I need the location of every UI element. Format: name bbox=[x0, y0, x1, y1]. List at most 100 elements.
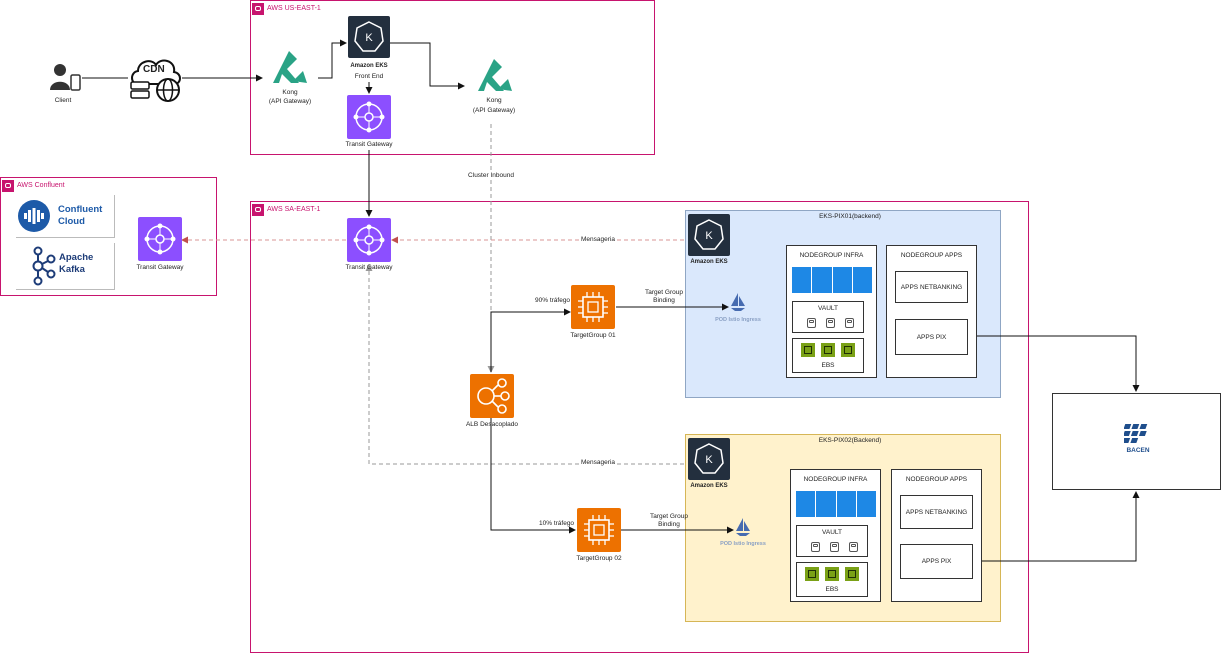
nodegroup-apps[interactable]: NODEGROUP APPS APPS NETBANKING APPS PIX bbox=[886, 245, 977, 378]
region-label: AWS SA-EAST-1 bbox=[267, 205, 321, 213]
traffic-label: 10% tráfego bbox=[539, 520, 575, 527]
ebs-icon bbox=[821, 343, 835, 357]
cdn-cloud-icon bbox=[130, 59, 181, 102]
disk-icon bbox=[807, 318, 816, 328]
disk-icon bbox=[845, 318, 854, 328]
nodegroup-infra[interactable]: NODEGROUP INFRA VAULT EBS bbox=[790, 469, 881, 602]
eks-icon[interactable]: K bbox=[688, 438, 730, 480]
node-bar bbox=[796, 491, 876, 517]
region-flag-icon bbox=[2, 179, 14, 192]
disk-icon bbox=[811, 542, 820, 552]
istio-icon bbox=[736, 518, 750, 536]
region-label: AWS Confluent bbox=[17, 181, 65, 189]
ec2-icon[interactable] bbox=[571, 285, 615, 329]
eks-icon[interactable]: K bbox=[348, 16, 390, 58]
apps-pix[interactable]: APPS PIX bbox=[895, 319, 968, 355]
nodegroup-infra[interactable]: NODEGROUP INFRA VAULT EBS bbox=[786, 245, 877, 378]
pod-istio-label: POD Istio Ingress bbox=[720, 541, 766, 547]
nodegroup-title: NODEGROUP INFRA bbox=[799, 252, 864, 259]
nodegroup-title: NODEGROUP INFRA bbox=[803, 476, 868, 483]
transit-gateway-icon[interactable] bbox=[347, 95, 391, 139]
nodegroup-apps[interactable]: NODEGROUP APPS APPS NETBANKING APPS PIX bbox=[891, 469, 982, 602]
transit-gateway-icon[interactable] bbox=[138, 217, 182, 261]
vault-box[interactable]: VAULT bbox=[792, 301, 864, 333]
nodegroup-title: NODEGROUP APPS bbox=[900, 252, 963, 259]
confluent-line1: Confluent bbox=[58, 204, 103, 215]
ebs-icon bbox=[845, 567, 859, 581]
alb-label: ALB Desacoplado bbox=[465, 421, 519, 428]
vault-label: VAULT bbox=[822, 529, 842, 536]
kong-icon[interactable] bbox=[269, 47, 309, 85]
target-group-label: TargetGroup 02 bbox=[576, 555, 622, 562]
kong-subtitle: (API Gateway) bbox=[268, 98, 312, 105]
nodegroup-title: NODEGROUP APPS bbox=[905, 476, 968, 483]
transit-gateway-icon[interactable] bbox=[347, 218, 391, 262]
cluster-title: EKS-PIX02(Backend) bbox=[818, 437, 882, 444]
cluster-inbound-label: Cluster Inbound bbox=[467, 172, 515, 181]
istio-icon bbox=[731, 293, 745, 311]
vault-label: VAULT bbox=[818, 305, 838, 312]
target-group-label: TargetGroup 01 bbox=[570, 332, 616, 339]
transit-gateway-label: Transit Gateway bbox=[345, 141, 393, 148]
cluster-title: EKS-PIX01(backend) bbox=[819, 213, 881, 220]
apps-pix[interactable]: APPS PIX bbox=[900, 544, 973, 579]
cdn-label: CDN bbox=[143, 64, 165, 75]
eks-sublabel: Front End bbox=[353, 73, 385, 82]
eks-icon[interactable]: K bbox=[688, 214, 730, 256]
region-flag-icon bbox=[252, 2, 264, 15]
ebs-label: EBS bbox=[825, 586, 839, 593]
bacen-label: BACEN bbox=[1126, 447, 1150, 454]
region-label: AWS US-EAST-1 bbox=[267, 4, 321, 12]
ebs-icon bbox=[805, 567, 819, 581]
apps-netbanking[interactable]: APPS NETBANKING bbox=[900, 495, 973, 529]
confluent-line2: Cloud bbox=[58, 216, 85, 227]
kafka-line1: Apache bbox=[59, 252, 94, 263]
kong-name: Kong bbox=[282, 89, 298, 96]
traffic-label: 90% tráfego bbox=[535, 297, 571, 304]
alb-icon[interactable] bbox=[470, 374, 514, 418]
ebs-icon bbox=[801, 343, 815, 357]
svg-text:K: K bbox=[705, 454, 713, 466]
bacen-icon bbox=[1124, 424, 1148, 443]
binding-label: Binding bbox=[653, 297, 675, 304]
disk-icon bbox=[849, 542, 858, 552]
confluent-cloud-card[interactable]: Confluent Cloud bbox=[16, 195, 115, 238]
apache-kafka-card[interactable]: Apache Kafka bbox=[16, 243, 115, 290]
eks-label: Amazon EKS bbox=[690, 259, 728, 265]
ebs-box[interactable]: EBS bbox=[792, 338, 864, 373]
binding-label: Target Group bbox=[650, 513, 688, 520]
binding-label: Binding bbox=[658, 521, 680, 528]
ec2-icon[interactable] bbox=[577, 508, 621, 552]
ebs-icon bbox=[841, 343, 855, 357]
region-aws-confluent: AWS Confluent bbox=[0, 177, 217, 296]
region-flag-icon bbox=[252, 203, 264, 216]
apps-netbanking[interactable]: APPS NETBANKING bbox=[895, 271, 968, 303]
ebs-icon bbox=[825, 567, 839, 581]
region-sa-east-1: AWS SA-EAST-1 bbox=[250, 201, 1029, 653]
node-bar bbox=[792, 267, 872, 293]
kafka-line2: Kafka bbox=[59, 264, 85, 275]
binding-label: Target Group bbox=[645, 289, 683, 296]
disk-icon bbox=[830, 542, 839, 552]
user-icon bbox=[50, 64, 81, 91]
kong-icon[interactable] bbox=[474, 55, 514, 93]
eks-label: Amazon EKS bbox=[690, 483, 728, 489]
client-label: Client bbox=[54, 97, 72, 104]
mobile-icon bbox=[70, 74, 81, 91]
mensageria-label: Mensageria bbox=[580, 459, 616, 468]
transit-gateway-label: Transit Gateway bbox=[345, 264, 393, 271]
confluent-icon bbox=[18, 200, 50, 232]
ebs-box[interactable]: EBS bbox=[796, 562, 868, 597]
mensageria-label: Mensageria bbox=[580, 236, 616, 245]
disk-icon bbox=[826, 318, 835, 328]
kafka-icon bbox=[32, 246, 56, 286]
kong-subtitle: (API Gateway) bbox=[472, 107, 516, 114]
kong-name: Kong bbox=[486, 97, 502, 104]
pod-istio-label: POD Istio Ingress bbox=[715, 317, 761, 323]
vault-box[interactable]: VAULT bbox=[796, 525, 868, 557]
ebs-label: EBS bbox=[821, 362, 835, 369]
svg-text:K: K bbox=[705, 230, 713, 242]
eks-label: Amazon EKS bbox=[350, 63, 388, 69]
transit-gateway-label: Transit Gateway bbox=[136, 264, 184, 271]
